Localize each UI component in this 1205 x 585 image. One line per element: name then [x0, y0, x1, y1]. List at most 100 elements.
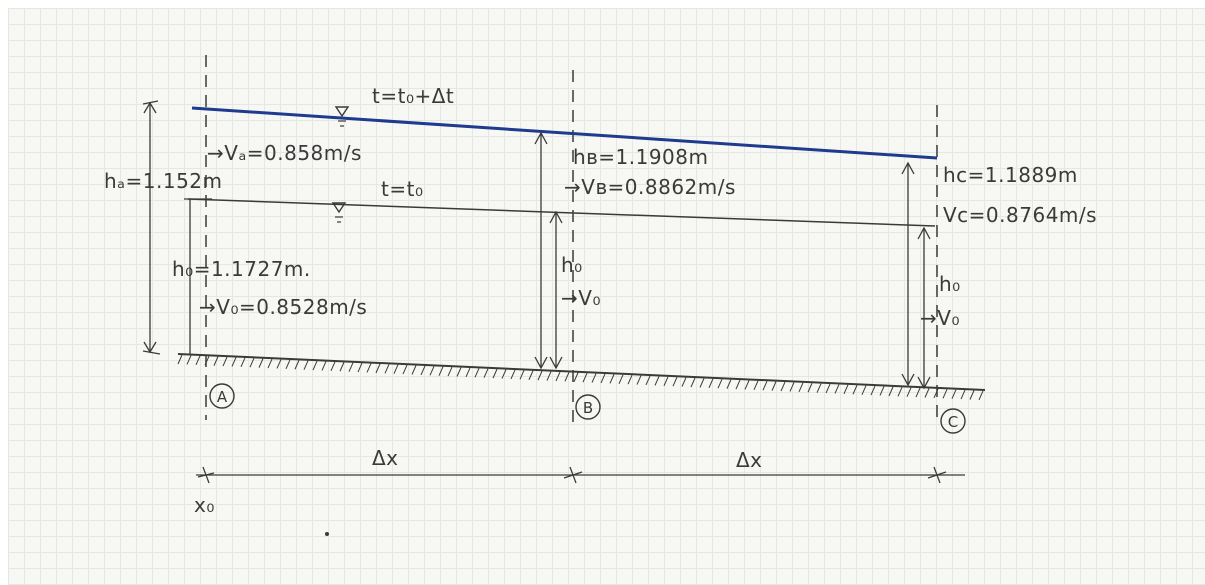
bed-hatch-stroke	[672, 376, 678, 387]
bed-hatch-stroke	[348, 362, 354, 372]
bed-hatch-stroke	[645, 375, 651, 386]
bed-hatch-stroke	[690, 377, 696, 388]
label-node-b: B	[583, 399, 593, 417]
bed-hatch-stroke	[240, 357, 246, 368]
bed-hatch-stroke	[510, 369, 516, 380]
label-depth-a: hₐ=1.152m	[104, 169, 223, 193]
bed-hatch-stroke	[213, 356, 219, 366]
bed-hatch-stroke	[654, 376, 660, 386]
dim-hC	[901, 161, 915, 387]
bed-hatch-stroke	[186, 355, 192, 365]
bed-hatch-stroke	[447, 366, 453, 377]
bed-hatch-stroke	[285, 359, 291, 370]
dim-h0-a	[184, 198, 212, 354]
label-node-c: C	[948, 413, 958, 431]
label-velocity-c: Vc=0.8764m/s	[943, 203, 1097, 227]
bed-hatch-stroke	[636, 375, 642, 385]
bed-hatch-stroke	[456, 367, 462, 377]
bed-hatch-stroke	[573, 372, 579, 382]
bed-hatch-stroke	[780, 381, 786, 392]
bed-hatch-stroke	[546, 371, 552, 381]
bed-hatch-stroke	[411, 365, 417, 375]
bed-hatch-stroke	[276, 359, 282, 369]
bed-hatch-stroke	[951, 389, 957, 399]
bed-hatch-stroke	[420, 365, 426, 376]
bed-hatch-stroke	[537, 370, 543, 381]
bed-hatch-stroke	[807, 383, 813, 393]
label-x0: x₀	[194, 493, 215, 517]
bed-hatch-stroke	[375, 363, 381, 374]
bed-hatch-stroke	[231, 357, 237, 367]
bed-hatch-stroke	[960, 389, 966, 400]
bed-hatch-stroke	[303, 360, 309, 370]
bed-hatch-stroke	[330, 361, 336, 372]
dim-hB	[534, 131, 548, 370]
label-h0-b: h₀	[561, 253, 583, 277]
ink-dot	[325, 532, 329, 536]
bed-hatch-stroke	[762, 381, 768, 391]
bed-hatch-stroke	[312, 360, 318, 371]
bed-hatch-stroke	[843, 384, 849, 395]
bed-hatch-stroke	[897, 387, 903, 397]
bed-hatch-stroke	[942, 389, 948, 399]
bed-hatch-stroke	[816, 383, 822, 393]
bed-hatch-stroke	[834, 384, 840, 394]
channel-bed	[177, 353, 986, 391]
bed-hatch-stroke	[195, 355, 201, 366]
label-velocity-b: →Vʙ=0.8862m/s	[564, 175, 736, 199]
bed-hatch-stroke	[384, 364, 390, 374]
bed-hatch-stroke	[969, 390, 975, 400]
bed-hatch-stroke	[483, 368, 489, 378]
label-depth-h0-value: h₀=1.1727m.	[172, 257, 311, 281]
bed-hatch-stroke	[852, 385, 858, 395]
bed-hatch-stroke	[582, 372, 588, 383]
label-v0-b: →V₀	[561, 286, 601, 310]
node-c-circle	[940, 408, 966, 434]
bed-hatch-stroke	[429, 366, 435, 376]
bed-hatch-stroke	[609, 374, 615, 384]
bed-hatch-stroke	[555, 371, 561, 382]
bed-hatch-stroke	[861, 385, 867, 395]
bed-hatch-stroke	[789, 382, 795, 392]
bed-hatch-stroke	[222, 356, 228, 367]
bed-hatch-stroke	[465, 367, 471, 378]
label-dx-2: Δx	[736, 448, 763, 472]
bed-hatch-stroke	[906, 387, 912, 397]
bed-hatch-stroke	[627, 374, 633, 385]
bed-hatch-stroke	[933, 388, 939, 399]
bed-hatch-stroke	[321, 361, 327, 371]
bed-hatch-stroke	[753, 380, 759, 391]
bed-hatch-stroke	[978, 390, 984, 401]
water-surface-old	[187, 198, 936, 227]
bed-hatch-stroke	[294, 360, 300, 370]
bed-hatch-stroke	[267, 358, 273, 369]
bed-hatch-stroke	[501, 369, 507, 379]
bed-hatch-stroke	[618, 374, 624, 384]
dim-h0-b	[549, 210, 563, 370]
bed-hatch-stroke	[726, 379, 732, 389]
label-depth-b: hʙ=1.1908m	[573, 145, 709, 169]
bed-hatch-stroke	[177, 354, 183, 365]
graph-paper-sheet	[8, 8, 1205, 585]
dim-hA	[142, 100, 161, 355]
label-depth-c: hc=1.1889m	[943, 163, 1078, 187]
surface-marker-old	[331, 202, 347, 223]
label-node-a: A	[217, 388, 228, 406]
bed-hatch-stroke	[474, 368, 480, 378]
node-b-circle	[575, 394, 601, 420]
water-surface-new	[191, 106, 938, 160]
bed-hatch-stroke	[393, 364, 399, 374]
bed-hatch-stroke	[717, 379, 723, 389]
bed-hatch-stroke	[915, 387, 921, 398]
label-dx-1: Δx	[372, 446, 399, 470]
bed-hatch-stroke	[258, 358, 264, 368]
bed-hatch-stroke	[600, 373, 606, 384]
bed-hatch-stroke	[879, 386, 885, 396]
bed-hatch-stroke	[825, 383, 831, 394]
bed-hatch-stroke	[339, 362, 345, 372]
node-a-circle	[209, 383, 235, 409]
label-velocity-v0-value: →V₀=0.8528m/s	[199, 295, 367, 319]
bed-hatch-stroke	[249, 358, 255, 368]
bed-hatching	[177, 354, 984, 401]
